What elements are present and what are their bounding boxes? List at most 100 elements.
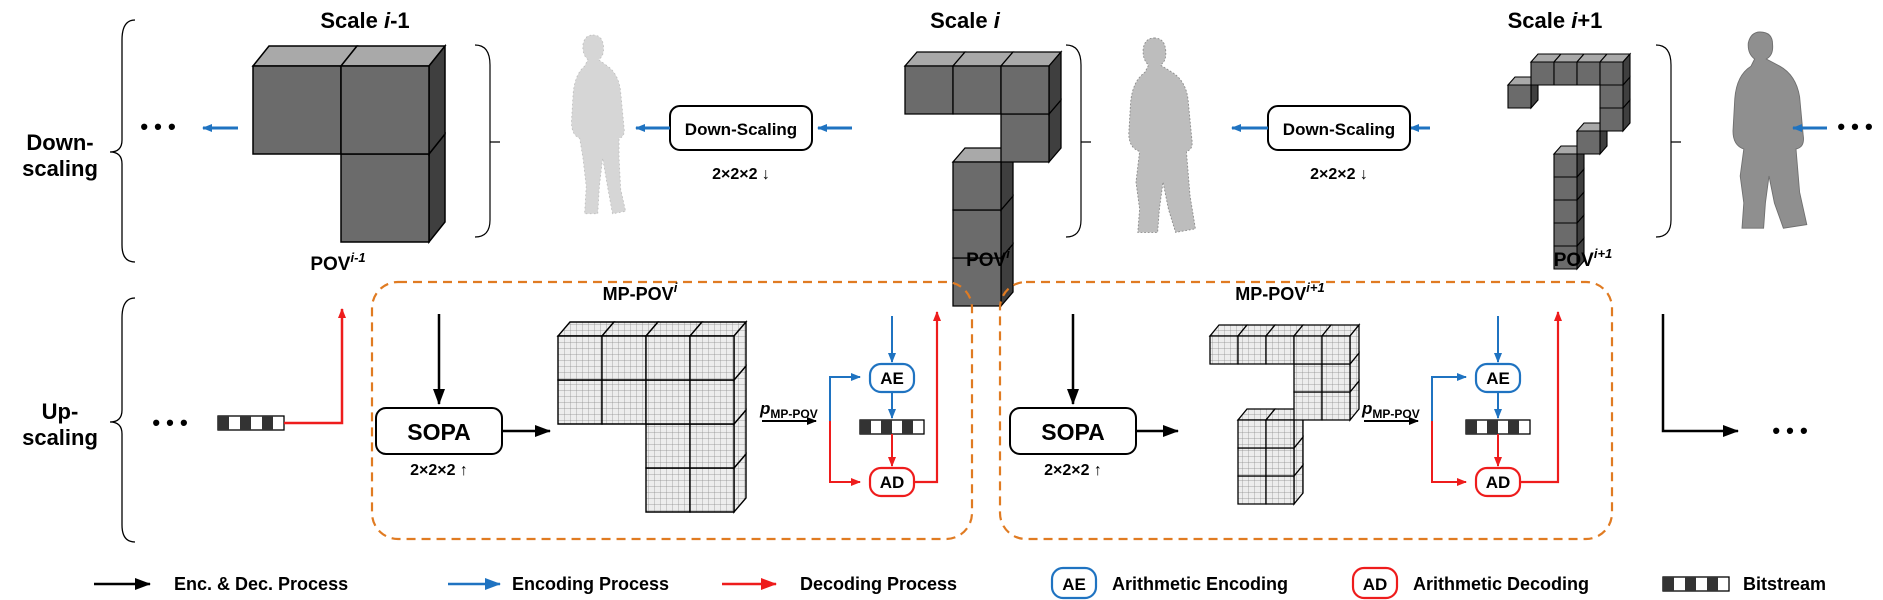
voxel-face (1209, 335, 1239, 365)
legend: Enc. & Dec. Process Encoding Process Dec… (94, 566, 1826, 600)
scale-title-middle: Scale i (930, 8, 1001, 33)
voxel-face (1576, 61, 1601, 86)
svg-text:Encoding Process: Encoding Process (512, 574, 669, 594)
scale-title-left: Scale i-1 (320, 8, 409, 33)
voxel-face (557, 379, 603, 425)
voxel-face (904, 65, 954, 115)
voxel-face (1321, 335, 1351, 365)
grid-voxel-cubes-1 (556, 320, 748, 514)
bitstream-icon-1 (859, 419, 925, 435)
voxel-face (1293, 335, 1323, 365)
arrow-output-right (1661, 314, 1739, 437)
voxel-face (645, 335, 691, 381)
svg-text:AD: AD (1363, 575, 1388, 594)
pov-label-middle: POVi (966, 246, 1010, 271)
voxel-face (252, 65, 342, 155)
voxel-face (1237, 475, 1267, 505)
voxel-face (428, 43, 446, 157)
svg-text:SOPA: SOPA (1041, 419, 1104, 445)
voxel-face (1000, 65, 1050, 115)
voxel-face (1000, 113, 1050, 163)
module-scale-i-plus-1: SOPA 2×2×2 ↑ MP-POVi+1 pMP-POV AE AD (998, 280, 1614, 541)
voxel-face (645, 467, 691, 513)
bitstream-icon-2 (1465, 419, 1531, 435)
voxel-face (1599, 107, 1624, 132)
voxel-face (1599, 84, 1624, 109)
voxel-face (1553, 153, 1578, 178)
voxel-cubes-scale-i-plus-1 (1506, 52, 1632, 271)
voxel-face (1265, 447, 1295, 477)
voxel-face (1530, 61, 1555, 86)
svg-text:Decoding Process: Decoding Process (800, 574, 957, 594)
voxel-face (1553, 222, 1578, 247)
voxel-face (1237, 419, 1267, 449)
voxel-face (601, 335, 647, 381)
cube-cloud-bracket-middle (1065, 44, 1091, 238)
bitstream-icon-input (217, 415, 285, 431)
voxel-face (601, 379, 647, 425)
svg-text:scaling: scaling (22, 425, 98, 450)
voxel-face (1237, 447, 1267, 477)
voxel-face (689, 467, 735, 513)
svg-text:Down-Scaling: Down-Scaling (685, 120, 797, 139)
voxel-face (340, 65, 430, 155)
svg-text:Up-: Up- (42, 399, 79, 424)
voxel-face (1507, 84, 1532, 109)
voxel-face (952, 65, 1002, 115)
ellipsis-upscaling-right: • • • (1772, 418, 1807, 443)
point-cloud-medium-icon (1128, 37, 1196, 233)
svg-text:2×2×2 ↑: 2×2×2 ↑ (1044, 462, 1102, 479)
svg-text:AD: AD (880, 473, 905, 492)
voxel-cubes-scale-i (903, 50, 1063, 308)
voxel-face (952, 161, 1002, 211)
ellipsis-downscaling-right: • • • (1837, 114, 1872, 139)
voxel-face (339, 45, 447, 67)
voxel-face (1293, 363, 1323, 393)
voxel-face (1321, 391, 1351, 421)
cube-cloud-bracket-left (474, 44, 500, 238)
scale-title-right: Scale i+1 (1508, 8, 1603, 33)
voxel-face (1599, 61, 1624, 86)
upscaling-brace (109, 297, 136, 543)
svg-text:Arithmetic Encoding: Arithmetic Encoding (1112, 574, 1288, 594)
svg-text:Down-Scaling: Down-Scaling (1283, 120, 1395, 139)
upscaling-row-label: Up- scaling (22, 399, 98, 450)
mp-pov-label-2: MP-POVi+1 (1235, 280, 1324, 304)
point-cloud-dense-icon (1732, 31, 1808, 229)
downscaling-row-label: Down- scaling (22, 130, 98, 181)
voxel-face (557, 335, 603, 381)
svg-text:Down-: Down- (26, 130, 93, 155)
voxel-face (1576, 130, 1601, 155)
svg-text:AE: AE (1062, 575, 1086, 594)
voxel-face (645, 423, 691, 469)
module-scale-i: SOPA 2×2×2 ↑ MP-POVi pMP-POV AE AD (370, 280, 974, 541)
ellipsis-upscaling-left: • • • (152, 410, 187, 435)
svg-text:Enc. & Dec. Process: Enc. & Dec. Process (174, 574, 348, 594)
voxel-face (251, 45, 359, 67)
grid-voxel-cubes-2 (1208, 323, 1361, 506)
svg-text:AD: AD (1486, 473, 1511, 492)
voxel-face (1553, 176, 1578, 201)
probability-label-2: pMP-POV (1361, 399, 1420, 421)
voxel-face (340, 153, 430, 243)
voxel-face (1265, 475, 1295, 505)
point-cloud-sparse-icon (571, 34, 627, 215)
cube-cloud-bracket-right (1655, 44, 1681, 238)
svg-text:AE: AE (880, 369, 904, 388)
probability-label-1: pMP-POV (759, 399, 818, 421)
downscaling-box-right: Down-Scaling (1267, 105, 1411, 151)
downscaling-box-left: Down-Scaling (669, 105, 813, 151)
voxel-face (1237, 335, 1267, 365)
svg-text:Bitstream: Bitstream (1743, 574, 1826, 594)
svg-text:AE: AE (1486, 369, 1510, 388)
pov-label-right: POVi+1 (1554, 246, 1613, 271)
voxel-face (689, 335, 735, 381)
downscaling-brace (109, 19, 136, 263)
voxel-face (1265, 419, 1295, 449)
mp-pov-label-1: MP-POVi (603, 280, 678, 304)
svg-text:Arithmetic Decoding: Arithmetic Decoding (1413, 574, 1589, 594)
voxel-face (645, 379, 691, 425)
svg-text:scaling: scaling (22, 156, 98, 181)
voxel-face (689, 379, 735, 425)
